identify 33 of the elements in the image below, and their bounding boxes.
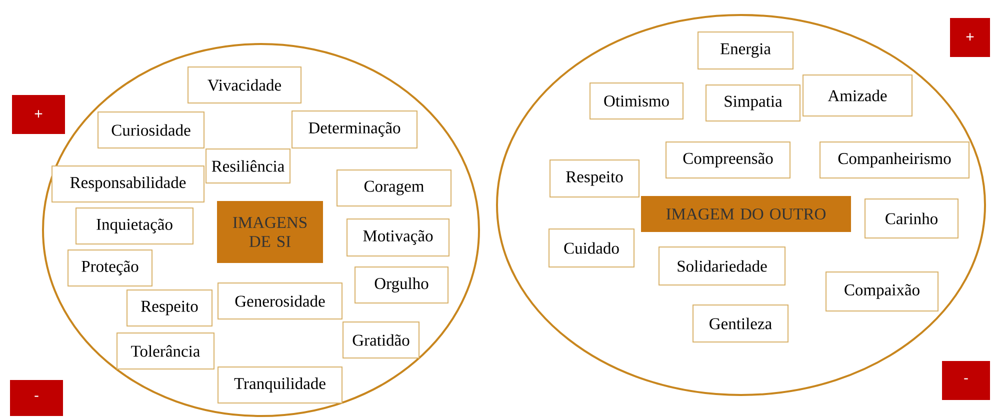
sign-box: + — [950, 18, 990, 57]
word-box: Respeito — [126, 290, 212, 326]
word-box: Generosidade — [218, 282, 342, 320]
title-box: IMAGENS DE SI — [217, 201, 323, 263]
word-box: Energia — [698, 32, 794, 70]
word-box: Gratidão — [342, 322, 420, 358]
word-box: Determinação — [292, 110, 418, 148]
sign-box: - — [10, 380, 63, 416]
word-box: Tolerância — [116, 332, 214, 370]
word-box: Otimismo — [590, 82, 684, 120]
sign-box: - — [942, 361, 990, 400]
word-box: Simpatia — [706, 84, 800, 122]
word-box: Inquietação — [76, 208, 194, 244]
word-box: Gentileza — [692, 304, 788, 342]
word-box: Motivação — [346, 218, 450, 256]
word-box: Carinho — [864, 198, 959, 238]
word-box: Proteção — [68, 250, 152, 286]
word-box: Respeito — [550, 160, 640, 198]
word-box: Cuidado — [548, 228, 634, 268]
word-box: Responsabilidade — [52, 166, 204, 202]
title-box: IMAGEM DO OUTRO — [641, 196, 851, 232]
word-box: Orgulho — [354, 266, 448, 304]
word-box: Compaixão — [826, 272, 938, 312]
word-box: Coragem — [336, 170, 452, 206]
word-box: Curiosidade — [98, 112, 204, 148]
word-box: Companheirismo — [820, 142, 970, 178]
word-box: Tranquilidade — [218, 366, 342, 404]
word-box: Solidariedade — [658, 246, 786, 286]
word-box: Vivacidade — [188, 66, 302, 104]
word-box: Amizade — [802, 74, 913, 116]
sign-box: + — [12, 95, 65, 134]
word-box: Compreensão — [666, 142, 790, 178]
word-box: Resiliência — [206, 148, 290, 184]
